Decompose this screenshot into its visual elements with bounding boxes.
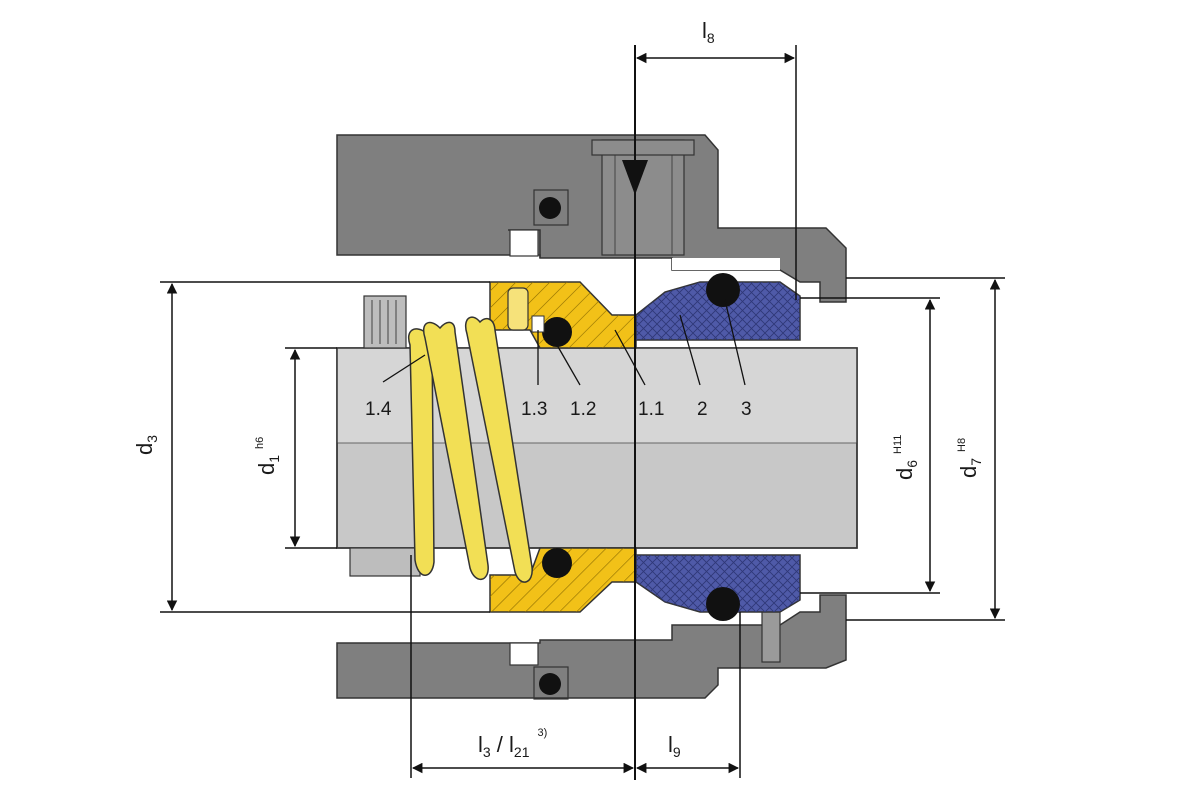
housing-upper	[336, 134, 847, 303]
leader-lines	[382, 299, 746, 386]
seat-oring-lower	[706, 587, 740, 621]
spring-retainer-lower	[349, 547, 421, 577]
rotary-seal-ring	[489, 281, 637, 613]
housing-pin-upper	[601, 139, 685, 256]
housing-oring-lower	[539, 673, 561, 695]
housing	[336, 134, 847, 699]
label-part-1-4: 1.4	[365, 399, 392, 420]
label-part-3: 3	[741, 399, 752, 420]
flow-direction-arrow	[622, 160, 648, 195]
ring-oring-upper	[542, 317, 572, 347]
stationary-seat	[635, 281, 801, 613]
housing-oring-upper	[539, 197, 561, 219]
dim-d6: d6H11	[892, 435, 920, 480]
dim-l9: l9	[668, 732, 681, 760]
dim-l8: l8	[702, 18, 715, 46]
label-part-1-3: 1.3	[521, 399, 547, 420]
dim-l3-l21: l3 / l213)	[478, 727, 547, 760]
dim-d3: d3	[132, 435, 160, 455]
conical-spring	[408, 316, 533, 583]
ring-oring-lower	[542, 548, 572, 578]
label-part-1-1: 1.1	[638, 399, 664, 420]
label-part-2: 2	[697, 399, 708, 420]
dim-d1: d1h6	[254, 437, 282, 475]
set-screw-upper	[363, 295, 407, 349]
housing-lower	[336, 594, 847, 699]
seat-oring-upper	[706, 273, 740, 307]
label-part-1-2: 1.2	[570, 399, 596, 420]
dim-d7: d7H8	[956, 438, 984, 478]
dimension-lines	[160, 45, 1005, 778]
